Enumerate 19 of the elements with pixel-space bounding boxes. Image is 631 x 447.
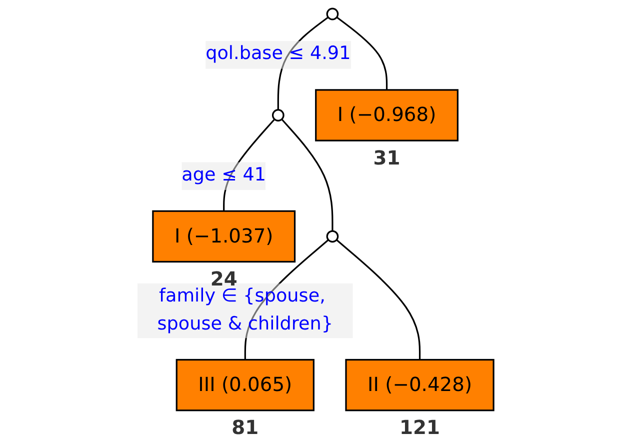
tree-branch-line: [244, 239, 329, 360]
split-node-circle: [326, 8, 339, 20]
tree-branch-line: [277, 16, 329, 110]
split-condition-label: qol.base ≤ 4.91: [206, 42, 351, 67]
leaf-box: I (−1.037): [152, 210, 296, 263]
count-label: 31: [373, 146, 400, 170]
split-node-circle: [272, 109, 284, 122]
tree-branch-line: [336, 16, 388, 90]
leaf-box: III (0.065): [176, 358, 314, 412]
tree-branch-line: [281, 118, 334, 232]
count-label: 121: [400, 416, 440, 440]
count-label: 81: [232, 416, 259, 440]
split-node-circle: [326, 230, 339, 243]
leaf-box: II (−0.428): [345, 358, 494, 412]
split-condition-label: family ∈ {spouse, spouse & children}: [156, 285, 334, 336]
leaf-box: I (−0.968): [315, 89, 458, 142]
split-condition-label: age ≤ 41: [182, 163, 266, 188]
tree-branch-line: [336, 239, 421, 360]
tree-branch-line: [223, 118, 276, 212]
